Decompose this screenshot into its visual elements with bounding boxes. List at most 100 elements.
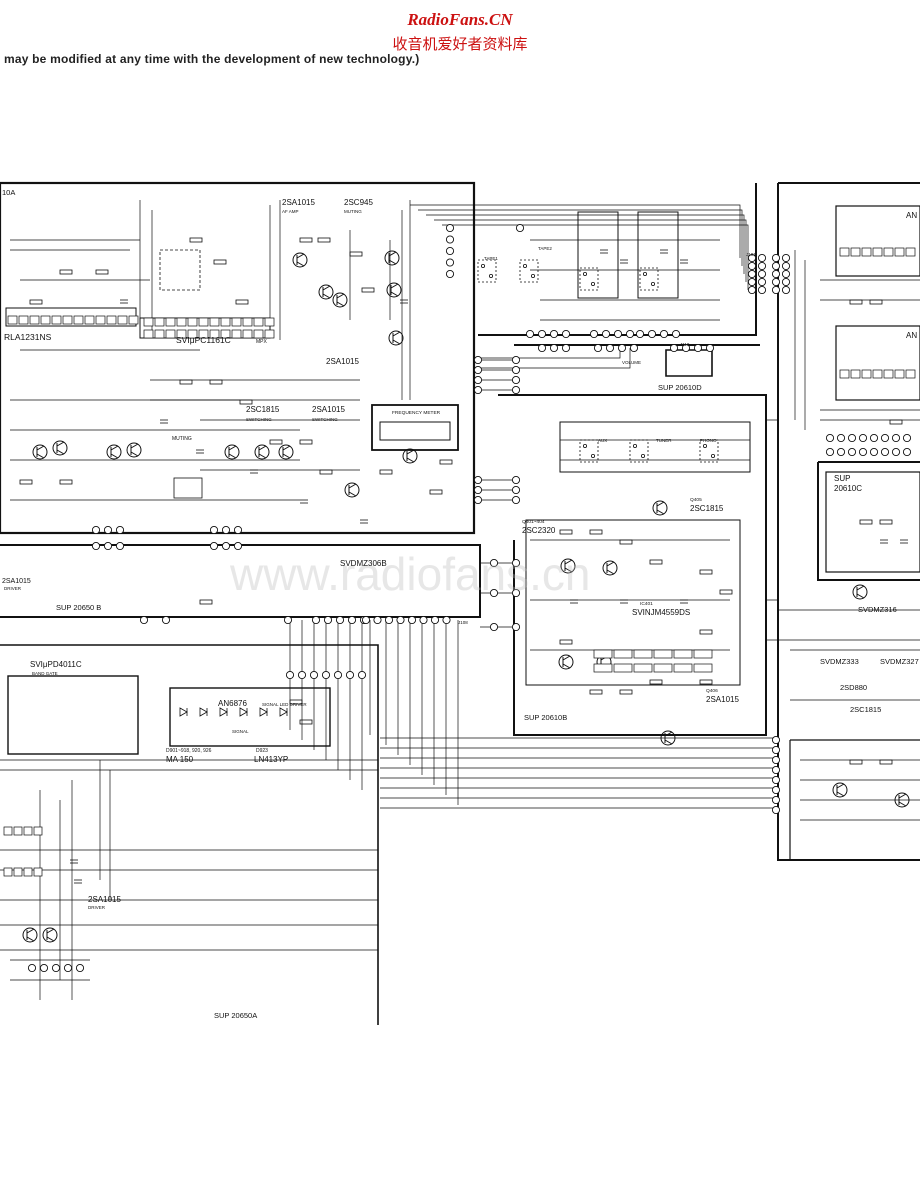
label-j101: J101 xyxy=(746,252,756,257)
label-sup-20610c-b: 20610C xyxy=(834,484,862,493)
board-sup-20610b xyxy=(498,394,767,736)
transistor xyxy=(22,927,38,943)
connector-pin xyxy=(511,355,521,365)
label-ic601: AN xyxy=(906,211,917,220)
connector-pin xyxy=(771,785,781,795)
label-tape1: TAPE1 xyxy=(484,256,498,261)
resistor xyxy=(879,759,893,765)
transistor xyxy=(852,584,868,600)
connector-pin xyxy=(869,433,879,443)
connector-pin xyxy=(511,475,521,485)
ic401-pin xyxy=(633,649,653,659)
ic-pin xyxy=(3,826,13,836)
led xyxy=(219,707,228,717)
resistor xyxy=(849,299,863,305)
connector-pin xyxy=(836,433,846,443)
ic301-pin xyxy=(231,317,242,327)
connector-pin xyxy=(511,365,521,375)
connector-pin xyxy=(473,485,483,495)
connector-pin xyxy=(902,447,912,457)
connector-pin xyxy=(489,622,499,632)
connector-pin xyxy=(221,541,231,551)
ic301-pin xyxy=(209,317,220,327)
label-switching-2: SWITCHING xyxy=(312,417,338,422)
connector-pin xyxy=(139,615,149,625)
label-q105: 2SA1015 xyxy=(312,405,345,414)
connector-pin xyxy=(561,343,571,353)
connector-pin xyxy=(39,963,49,973)
ic301-pin xyxy=(176,317,187,327)
connector-pin xyxy=(825,433,835,443)
connector-pin xyxy=(511,375,521,385)
resistor xyxy=(699,629,713,635)
ic401-pin xyxy=(613,663,633,673)
connector-pin xyxy=(825,447,835,457)
connector-pin xyxy=(321,670,331,680)
resistor xyxy=(19,479,33,485)
label-q909: 2SA1015 xyxy=(88,895,121,904)
resistor xyxy=(559,529,573,535)
ic301-pin xyxy=(187,329,198,339)
ic601-pin xyxy=(850,247,861,257)
ic101-pin xyxy=(62,315,73,325)
connector-pin xyxy=(593,343,603,353)
label-tape2: TAPE2 xyxy=(538,246,552,251)
resistor xyxy=(59,479,73,485)
ic301-pin xyxy=(176,329,187,339)
ic-pin-boxes xyxy=(3,247,916,877)
connector-pin xyxy=(902,433,912,443)
resistor xyxy=(649,559,663,565)
connector-pin xyxy=(771,285,781,295)
ic301-pin xyxy=(165,329,176,339)
resistor xyxy=(869,299,883,305)
connector-pin xyxy=(333,670,343,680)
connector-pin xyxy=(209,541,219,551)
transistor xyxy=(126,442,142,458)
capacitor xyxy=(250,469,258,474)
connector-pin xyxy=(373,615,382,625)
ic301-pin xyxy=(165,317,176,327)
resistor xyxy=(589,529,603,535)
connector-pin xyxy=(781,253,791,263)
label-aux: AUX xyxy=(598,438,607,443)
connector-pin xyxy=(209,525,219,535)
site-subtitle: 收音机爱好者资料库 xyxy=(392,35,528,53)
ic602-pin xyxy=(905,369,916,379)
label-svdmz316: SVDMZ316 xyxy=(858,605,897,614)
capacitor xyxy=(680,259,688,264)
ic301-pin xyxy=(264,329,275,339)
label-driver: DRIVER xyxy=(4,586,22,591)
connector-pin xyxy=(757,285,767,295)
connector-pin xyxy=(605,343,615,353)
site-title: RadioFans.CN xyxy=(407,10,513,29)
connector-pin xyxy=(357,670,367,680)
label-ma150: MA 150 xyxy=(166,755,194,764)
switch xyxy=(699,439,719,463)
connector-pin xyxy=(757,269,767,279)
connector-pin xyxy=(335,615,345,625)
label-svdmz333: SVDMZ333 xyxy=(820,657,859,666)
transistor xyxy=(224,444,240,460)
label-q303: 2SC945 xyxy=(344,198,373,207)
resistor xyxy=(59,269,73,275)
connector-pin xyxy=(283,615,293,625)
resistor xyxy=(719,589,733,595)
connector-pin xyxy=(681,343,691,353)
resistor xyxy=(439,459,453,465)
connector-pin xyxy=(771,735,781,745)
label-q101: 2SC1815 xyxy=(246,405,280,414)
resistor xyxy=(299,439,313,445)
label-ln413yp: LN413YP xyxy=(254,755,288,764)
label-q401: Q401~404 xyxy=(522,519,545,525)
ic401-pin xyxy=(653,663,673,673)
resistor xyxy=(319,469,333,475)
ic101-pin xyxy=(18,315,29,325)
ic301-pin xyxy=(187,317,198,327)
connector-pin xyxy=(671,329,681,339)
capacitor xyxy=(880,539,888,544)
connector-pin xyxy=(601,329,611,339)
board-frequency-meter xyxy=(371,404,459,451)
label-sc1815-405: 2SC1815 xyxy=(690,504,724,513)
capacitor xyxy=(900,539,908,544)
board-right xyxy=(777,182,920,861)
